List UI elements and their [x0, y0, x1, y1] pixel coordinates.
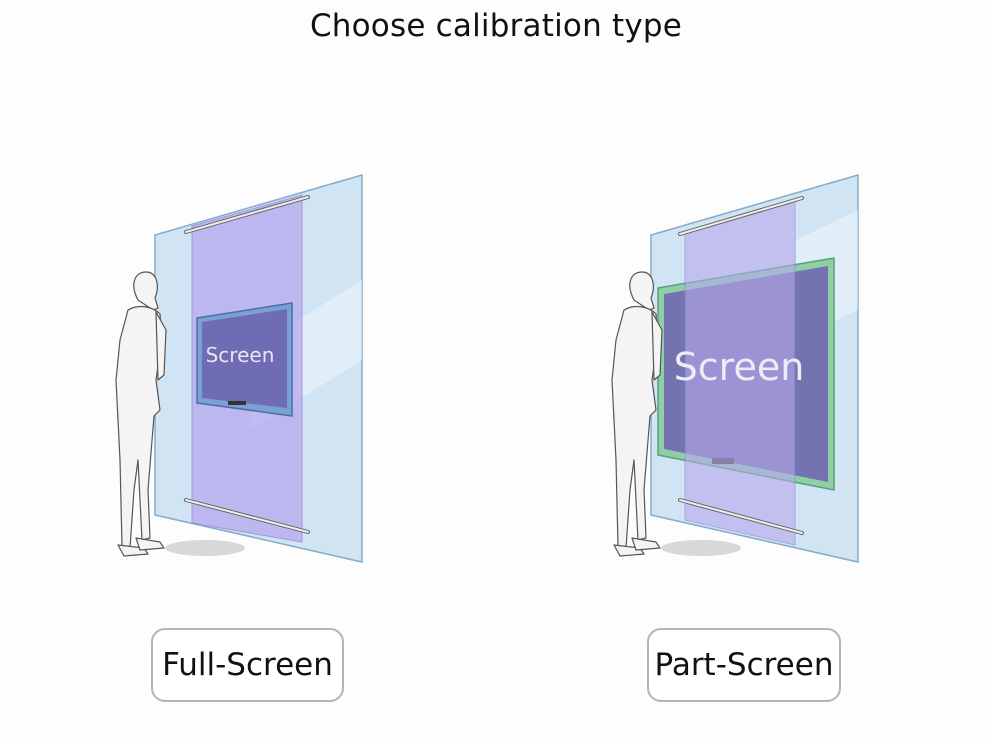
screen-label: Screen	[674, 345, 805, 389]
screen-label: Screen	[206, 343, 275, 367]
full-screen-diagram: Screen	[115, 174, 363, 563]
full-screen-illustration: Screen	[100, 160, 400, 580]
page-title: Choose calibration type	[309, 8, 683, 44]
person-figure	[611, 271, 663, 557]
part-screen-illustration: Screen	[596, 160, 896, 580]
part-screen-button[interactable]: Part-Screen	[647, 628, 841, 702]
floor-shadow	[661, 540, 741, 556]
floor-shadow	[165, 540, 245, 556]
part-screen-diagram: Screen	[611, 174, 859, 563]
display-panel	[202, 309, 287, 408]
full-screen-button[interactable]: Full-Screen	[151, 628, 344, 702]
person-figure	[115, 271, 167, 557]
display-badge	[228, 401, 246, 405]
